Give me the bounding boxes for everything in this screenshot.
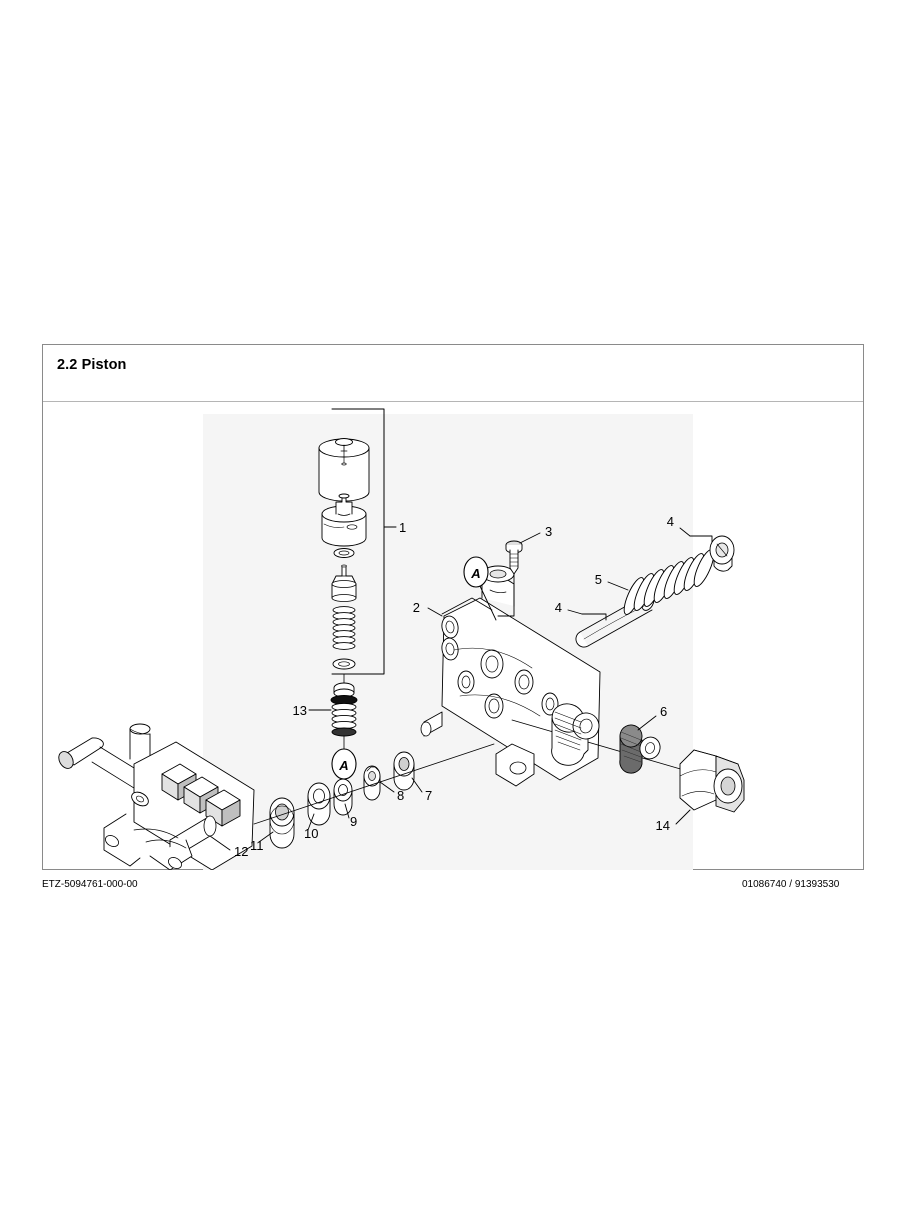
footer-part-numbers: 01086740 / 91393530 bbox=[742, 879, 840, 890]
page-title: 2.2 Piston bbox=[57, 357, 127, 373]
section-header: 2.2 Piston bbox=[43, 345, 863, 402]
diagram-canvas bbox=[203, 414, 693, 870]
footer-document-code: ETZ-5094761-000-00 bbox=[42, 879, 138, 890]
parts-catalog-page: 2.2 Piston bbox=[42, 344, 864, 870]
